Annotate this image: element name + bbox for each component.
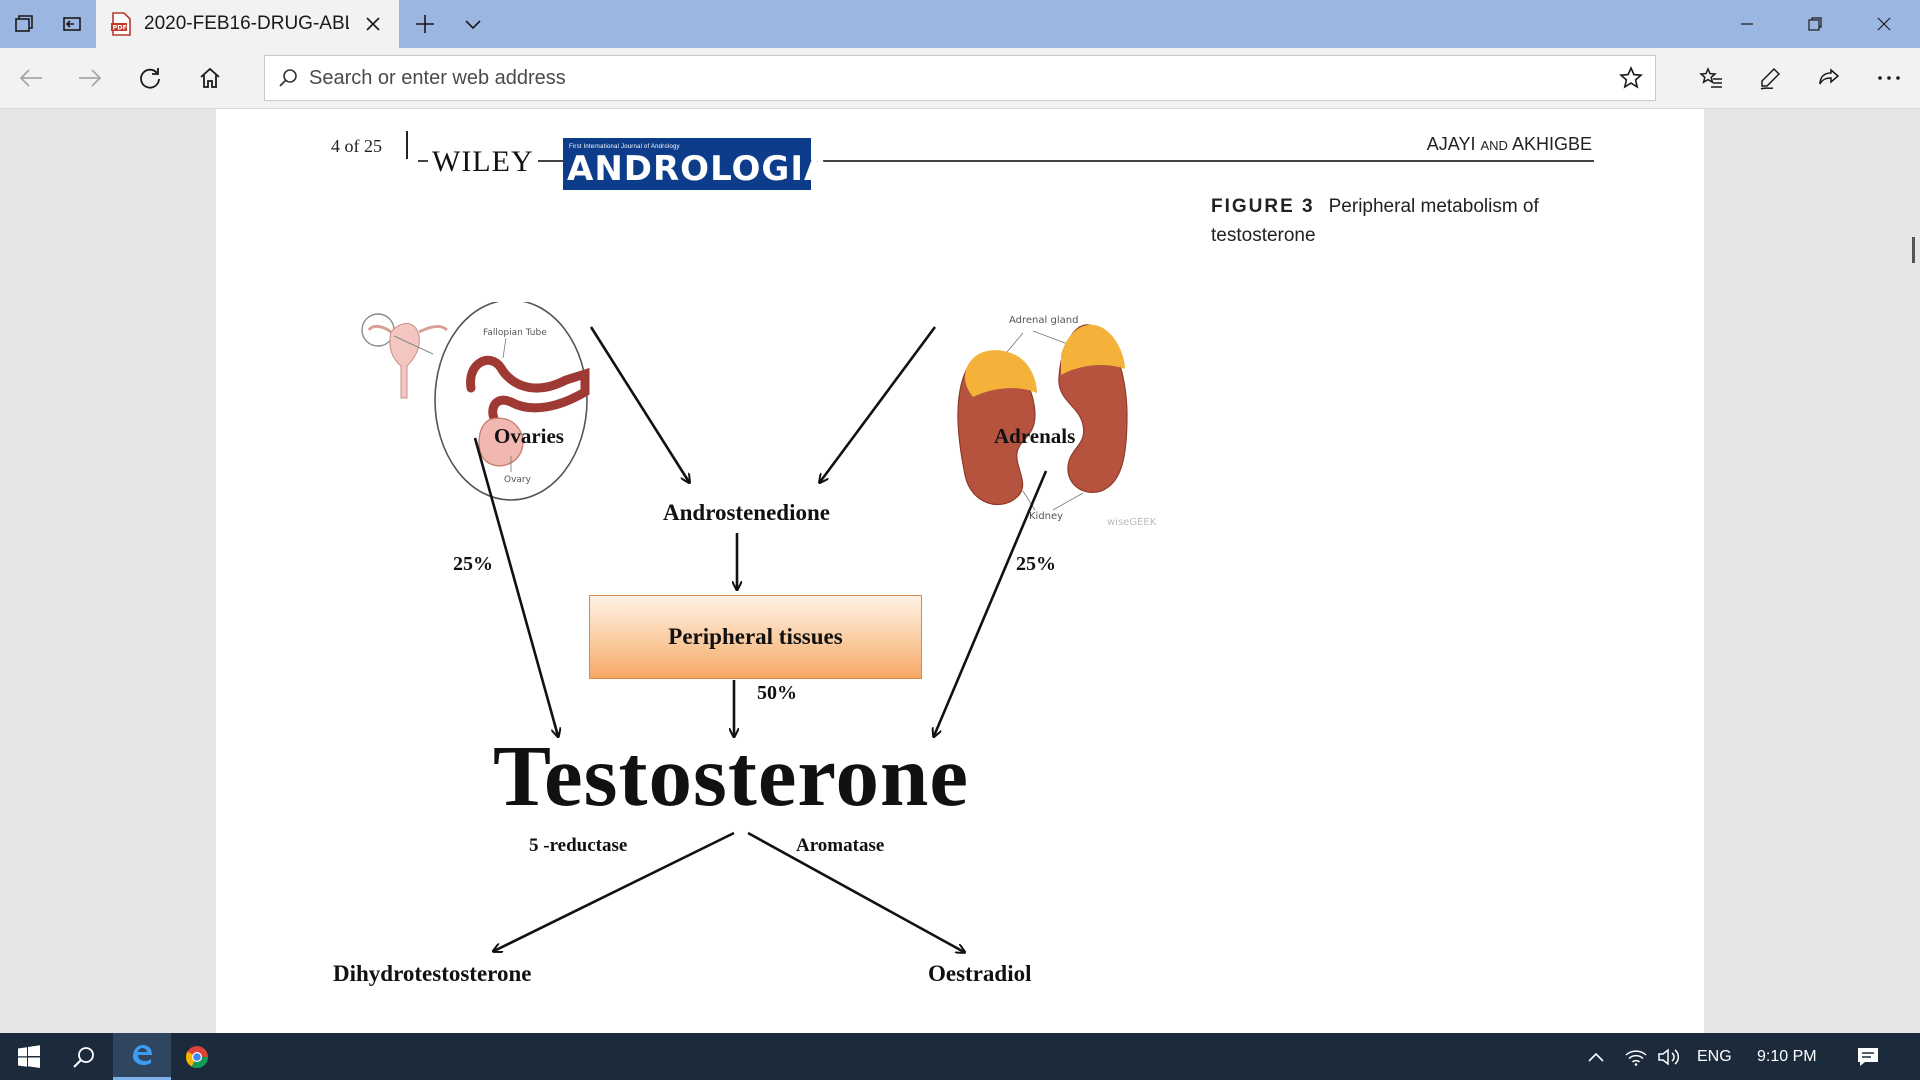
show-hidden-icons-chevron-icon[interactable] (1586, 1033, 1606, 1080)
web-note-pen-icon[interactable] (1746, 54, 1794, 102)
dihydrotestosterone-label: Dihydrotestosterone (333, 961, 532, 986)
figure-number: FIGURE 3 (1211, 196, 1315, 217)
more-options-icon[interactable] (1865, 54, 1913, 102)
publisher-logo: WILEY (428, 145, 538, 179)
navigation-bar (0, 48, 1920, 109)
arrow-ovaries-to-androstenedione (589, 326, 689, 482)
tab-preview-chevron-icon[interactable] (449, 0, 497, 48)
back-icon[interactable] (7, 54, 55, 102)
adrenals-percentage: 25% (1016, 553, 1056, 575)
minimize-icon[interactable] (1713, 0, 1781, 48)
adrenal-kidney-illustration: Adrenal gland Kidney wiseGEEK (957, 315, 1157, 528)
pdf-page: 4 of 25 WILEY First International Journa… (216, 109, 1704, 1033)
ovary-illustration: Fallopian Tube Ovary (361, 302, 590, 501)
figure-caption-text: Peripheral metabolism of testosterone (1211, 196, 1539, 246)
home-icon[interactable] (186, 54, 234, 102)
forward-icon[interactable] (66, 54, 114, 102)
uterus-thumbnail (361, 313, 449, 399)
journal-subtitle: First International Journal of Andrology (569, 144, 680, 150)
favorite-star-icon[interactable] (1619, 66, 1643, 90)
start-windows-icon[interactable] (0, 1033, 58, 1080)
peripheral-percentage: 50% (757, 682, 797, 704)
ovaries-label: Ovaries (494, 424, 564, 448)
tab-pdf-document[interactable]: PDF 2020-FEB16-DRUG-ABL (96, 0, 399, 48)
author-and: AND (1480, 138, 1508, 153)
svg-text:PDF: PDF (113, 24, 128, 32)
address-input[interactable] (309, 56, 1599, 100)
peripheral-tissues-box: Peripheral tissues (589, 595, 922, 679)
reductase-label: 5 -reductase (529, 835, 628, 856)
oestradiol-label: Oestradiol (928, 961, 1032, 986)
refresh-icon[interactable] (126, 54, 174, 102)
set-tabs-aside-icon[interactable] (48, 0, 96, 48)
peripheral-tissues-label: Peripheral tissues (668, 624, 843, 649)
windows-taskbar: ENG 9:10 PM (0, 1033, 1920, 1080)
adrenal-gland-label: Adrenal gland (1009, 315, 1078, 326)
tab-bar: PDF 2020-FEB16-DRUG-ABL (0, 0, 1920, 48)
clock-time[interactable]: 9:10 PM (1757, 1047, 1817, 1065)
favorites-hub-icon[interactable] (1687, 54, 1735, 102)
kidney-label: Kidney (1029, 511, 1063, 522)
address-bar[interactable] (264, 55, 1656, 101)
pdf-file-icon: PDF (111, 12, 131, 36)
wisegeek-watermark: wiseGEEK (1107, 517, 1157, 528)
right-adrenal-shape (1061, 324, 1125, 375)
arrow-adrenals-to-androstenedione (820, 326, 937, 482)
adrenals-label: Adrenals (994, 424, 1076, 448)
search-icon[interactable] (55, 1033, 113, 1080)
ovaries-percentage: 25% (453, 553, 493, 575)
action-center-icon[interactable] (1856, 1033, 1880, 1080)
running-authors: AJAYI AND AKHIGBE (1427, 134, 1592, 155)
edge-browser-icon[interactable] (113, 1033, 171, 1080)
chrome-browser-icon[interactable] (168, 1033, 226, 1080)
left-adrenal-shape (965, 350, 1037, 397)
pdf-viewport[interactable]: 4 of 25 WILEY First International Journa… (0, 109, 1920, 1033)
restore-icon[interactable] (1781, 0, 1849, 48)
androstenedione-label: Androstenedione (663, 500, 830, 525)
aromatase-label: Aromatase (796, 835, 885, 856)
journal-name: ANDROLOGIA (567, 149, 832, 189)
tab-title: 2020-FEB16-DRUG-ABL (144, 13, 349, 34)
close-tab-icon[interactable] (361, 12, 385, 36)
journal-logo: First International Journal of Andrology… (563, 138, 830, 190)
language-indicator[interactable]: ENG (1697, 1047, 1732, 1065)
header-rule (418, 160, 1594, 162)
search-icon (279, 69, 297, 87)
tab-collection-icon[interactable] (0, 0, 48, 48)
author-last: AKHIGBE (1511, 134, 1592, 154)
scrollbar-thumb[interactable] (1912, 237, 1915, 263)
wifi-icon[interactable] (1625, 1033, 1647, 1080)
volume-icon[interactable] (1657, 1033, 1681, 1080)
share-icon[interactable] (1805, 54, 1853, 102)
testosterone-label: Testosterone (493, 727, 969, 824)
header-separator (406, 131, 408, 159)
new-tab-icon[interactable] (401, 0, 449, 48)
close-window-icon[interactable] (1850, 0, 1918, 48)
fallopian-tube-label: Fallopian Tube (483, 328, 547, 338)
ovary-label: Ovary (504, 475, 532, 485)
author-first: AJAYI (1426, 134, 1476, 154)
page-count: 4 of 25 (331, 136, 382, 156)
